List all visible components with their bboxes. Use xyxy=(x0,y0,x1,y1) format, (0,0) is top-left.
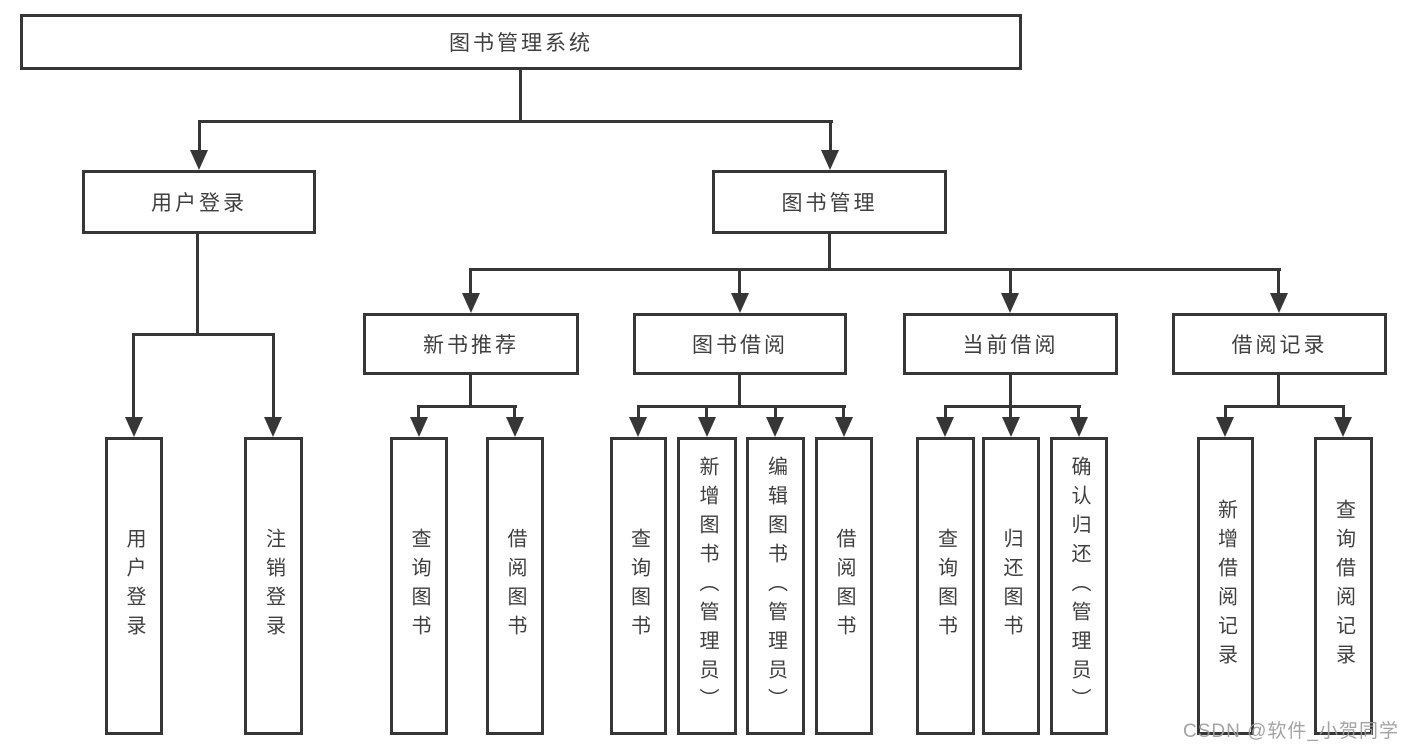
connector-bb-add-drop xyxy=(705,405,708,419)
connector-borrow-record-drop xyxy=(1277,268,1280,295)
connector-root-stem xyxy=(519,68,522,122)
connector-book-borrow-drop xyxy=(738,268,741,295)
arrow-down-icon xyxy=(125,417,143,437)
node-br-add-label: 新增借阅记录 xyxy=(1214,499,1237,673)
connector-cb-query-drop xyxy=(944,405,947,419)
node-nb-borrow-label: 借阅图书 xyxy=(504,528,526,644)
node-ul-logout: 注销登录 xyxy=(244,437,303,735)
node-ul-logout-label: 注销登录 xyxy=(262,528,285,644)
node-ul-login: 用户登录 xyxy=(105,437,163,735)
node-root-label: 图书管理系统 xyxy=(449,32,593,55)
node-nb-query-label: 查询图书 xyxy=(408,528,430,644)
connector-bb-borrow-drop xyxy=(842,405,845,419)
node-cb-confirm-label: 确认归还（管理员） xyxy=(1068,455,1090,717)
node-user-login: 用户登录 xyxy=(82,170,316,234)
node-current-borrow: 当前借阅 xyxy=(903,313,1118,375)
connector-current-borrow-stem xyxy=(1009,373,1012,408)
connector-cb-return-drop xyxy=(1009,405,1012,419)
node-br-query-label: 查询借阅记录 xyxy=(1332,499,1355,673)
node-cb-confirm: 确认归还（管理员） xyxy=(1050,437,1108,735)
connector-nb-query-drop xyxy=(417,405,420,419)
connector-book-borrow-rail xyxy=(637,405,846,408)
connector-user-login-stem xyxy=(196,232,199,336)
arrow-down-icon xyxy=(1334,417,1352,437)
node-book-borrow-label: 图书借阅 xyxy=(692,334,788,357)
connector-bb-edit-drop xyxy=(774,405,777,419)
connector-book-mgmt-stem xyxy=(828,232,831,271)
connector-borrow-record-rail xyxy=(1224,405,1345,408)
connector-bb-query-drop xyxy=(637,405,640,419)
node-book-borrow: 图书借阅 xyxy=(633,313,847,375)
node-root: 图书管理系统 xyxy=(20,14,1022,70)
arrow-down-icon xyxy=(1001,293,1019,313)
node-new-book-rec-label: 新书推荐 xyxy=(423,334,519,357)
node-bb-edit-label: 编辑图书（管理员） xyxy=(764,455,787,717)
connector-ul-logout-drop xyxy=(272,333,275,419)
arrow-down-icon xyxy=(1070,417,1088,437)
node-br-add: 新增借阅记录 xyxy=(1197,437,1254,735)
node-bb-query: 查询图书 xyxy=(610,437,667,735)
connector-new-book-rail xyxy=(417,405,517,408)
connector-current-borrow-drop xyxy=(1009,268,1012,295)
arrow-down-icon xyxy=(835,417,853,437)
node-cb-return-label: 归还图书 xyxy=(1000,528,1022,644)
node-borrow-record: 借阅记录 xyxy=(1172,313,1387,375)
connector-level1-rail xyxy=(198,120,833,123)
connector-br-add-drop xyxy=(1224,405,1227,419)
node-book-mgmt: 图书管理 xyxy=(712,170,947,234)
arrow-down-icon xyxy=(766,417,784,437)
node-br-query: 查询借阅记录 xyxy=(1314,437,1373,735)
arrow-down-icon xyxy=(1216,417,1234,437)
node-bb-add: 新增图书（管理员） xyxy=(677,437,737,735)
connector-level2-rail xyxy=(469,268,1281,271)
arrow-down-icon xyxy=(698,417,716,437)
node-book-mgmt-label: 图书管理 xyxy=(781,192,878,215)
arrow-down-icon xyxy=(264,417,282,437)
node-nb-query: 查询图书 xyxy=(390,437,448,735)
node-current-borrow-label: 当前借阅 xyxy=(962,334,1059,357)
arrow-down-icon xyxy=(1002,417,1020,437)
connector-ul-login-drop xyxy=(132,333,135,419)
arrow-down-icon xyxy=(821,150,839,170)
connector-cb-confirm-drop xyxy=(1077,405,1080,419)
connector-user-login-rail xyxy=(132,333,275,336)
connector-borrow-record-stem xyxy=(1277,373,1280,408)
node-ul-login-label: 用户登录 xyxy=(123,528,145,644)
node-cb-return: 归还图书 xyxy=(982,437,1040,735)
connector-nb-borrow-drop xyxy=(513,405,516,419)
arrow-down-icon xyxy=(936,417,954,437)
arrow-down-icon xyxy=(731,293,749,313)
node-bb-query-label: 查询图书 xyxy=(627,528,650,644)
arrow-down-icon xyxy=(410,417,428,437)
arrow-down-icon xyxy=(629,417,647,437)
connector-br-query-drop xyxy=(1342,405,1345,419)
node-bb-edit: 编辑图书（管理员） xyxy=(746,437,805,735)
node-cb-query-label: 查询图书 xyxy=(934,528,957,644)
node-nb-borrow: 借阅图书 xyxy=(486,437,544,735)
node-bb-borrow: 借阅图书 xyxy=(815,437,873,735)
node-new-book-rec: 新书推荐 xyxy=(363,313,579,375)
node-bb-add-label: 新增图书（管理员） xyxy=(696,455,718,717)
connector-book-mgmt-drop xyxy=(829,120,832,152)
connector-new-book-drop xyxy=(469,268,472,295)
connector-current-borrow-rail xyxy=(944,405,1081,408)
node-borrow-record-label: 借阅记录 xyxy=(1231,334,1328,357)
arrow-down-icon xyxy=(1270,293,1288,313)
watermark: CSDN @软件_小贺同学 xyxy=(1183,721,1399,742)
node-bb-borrow-label: 借阅图书 xyxy=(833,528,855,644)
arrow-down-icon xyxy=(462,293,480,313)
node-user-login-label: 用户登录 xyxy=(151,192,247,215)
arrow-down-icon xyxy=(506,417,524,437)
connector-new-book-stem xyxy=(469,373,472,408)
arrow-down-icon xyxy=(190,150,208,170)
node-cb-query: 查询图书 xyxy=(916,437,975,735)
connector-book-borrow-stem xyxy=(738,373,741,408)
connector-user-login-drop xyxy=(198,120,201,152)
